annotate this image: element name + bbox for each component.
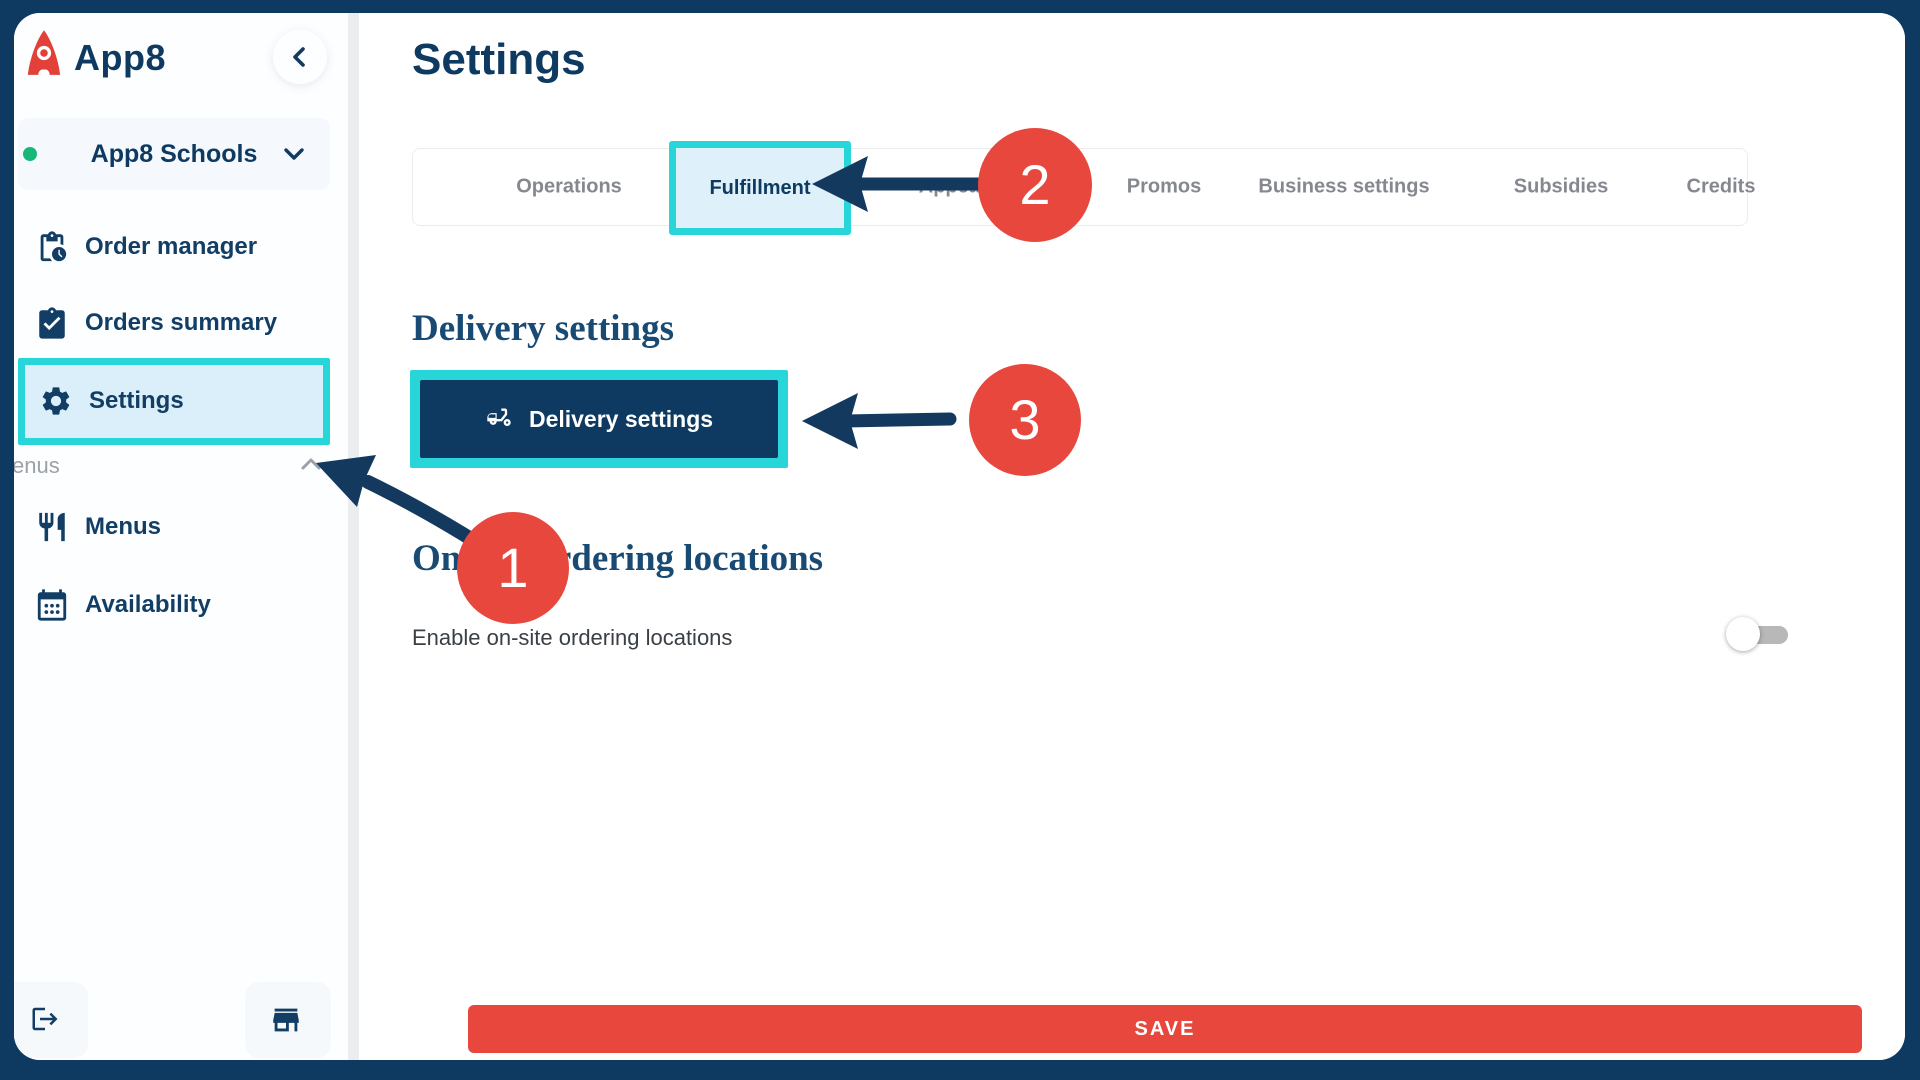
tab-label: Fulfillment bbox=[709, 176, 811, 199]
onsite-ordering-heading: On-site ordering locations bbox=[412, 538, 824, 579]
sidebar-item-label: Orders summary bbox=[85, 309, 278, 336]
delivery-settings-highlight: Delivery settings bbox=[410, 370, 788, 468]
org-status-dot bbox=[23, 147, 37, 161]
brand-name: App8 bbox=[74, 37, 166, 78]
sidebar-item-label: Availability bbox=[85, 591, 211, 618]
org-selector[interactable]: App8 Schools bbox=[18, 118, 330, 190]
tab-credits[interactable]: Credits bbox=[1686, 175, 1756, 198]
logout-icon bbox=[32, 1007, 58, 1031]
logout-button[interactable] bbox=[14, 982, 88, 1058]
gear-icon bbox=[39, 384, 73, 423]
tab-promos[interactable]: Promos bbox=[1126, 175, 1202, 198]
calendar-icon bbox=[35, 588, 69, 627]
sidebar-item-menus[interactable]: Menus bbox=[14, 505, 348, 549]
toggle-knob bbox=[1726, 617, 1760, 651]
enable-onsite-label: Enable on-site ordering locations bbox=[412, 625, 733, 650]
tab-business-settings[interactable]: Business settings bbox=[1258, 175, 1430, 198]
sidebar-item-label: Settings bbox=[89, 387, 184, 414]
app8-rocket-logo-icon bbox=[25, 29, 63, 82]
sidebar-item-label: Order manager bbox=[85, 233, 258, 260]
chevron-left-icon bbox=[293, 47, 305, 67]
sidebar-item-label: Menus bbox=[85, 513, 162, 540]
save-button[interactable]: SAVE bbox=[468, 1005, 1862, 1053]
moped-icon bbox=[487, 408, 511, 426]
restaurant-icon bbox=[35, 510, 69, 549]
tab-appearance[interactable]: Appearance bbox=[918, 175, 1034, 198]
storefront-button[interactable] bbox=[245, 982, 331, 1058]
menus-section-label: enus bbox=[14, 453, 60, 478]
enable-onsite-toggle[interactable] bbox=[1726, 614, 1792, 654]
main-content: Settings Operations Fulfillment Appearan… bbox=[359, 13, 1905, 1060]
sidebar-item-availability[interactable]: Availability bbox=[14, 583, 348, 627]
chevron-down-icon bbox=[282, 144, 306, 169]
order-manager-icon bbox=[35, 230, 69, 269]
app-frame: App8 App8 Schools bbox=[14, 13, 1905, 1060]
sidebar-collapse-button[interactable] bbox=[273, 30, 327, 84]
menus-section-header: enus bbox=[14, 453, 348, 479]
tab-operations[interactable]: Operations bbox=[516, 175, 622, 198]
sidebar: App8 App8 Schools bbox=[14, 13, 348, 1060]
storefront-icon bbox=[273, 1008, 299, 1032]
delivery-settings-button-label: Delivery settings bbox=[528, 405, 714, 432]
sidebar-item-order-manager[interactable]: Order manager bbox=[14, 225, 348, 269]
delivery-settings-heading: Delivery settings bbox=[412, 308, 675, 349]
settings-tabs-bar: Operations Fulfillment Appearance Promos… bbox=[412, 141, 1755, 235]
sidebar-divider bbox=[348, 13, 359, 1060]
tab-subsidies[interactable]: Subsidies bbox=[1513, 175, 1609, 198]
org-name: App8 Schools bbox=[90, 139, 258, 168]
chevron-up-icon[interactable] bbox=[300, 457, 322, 476]
clipboard-check-icon bbox=[35, 306, 69, 345]
sidebar-item-settings[interactable]: Settings bbox=[18, 358, 330, 445]
delivery-settings-button[interactable]: Delivery settings bbox=[420, 380, 778, 458]
page-title: Settings bbox=[412, 35, 586, 84]
sidebar-item-orders-summary[interactable]: Orders summary bbox=[14, 301, 348, 345]
tab-fulfillment[interactable]: Fulfillment bbox=[669, 141, 851, 235]
logo-row: App8 bbox=[14, 13, 348, 105]
save-button-label: SAVE bbox=[1134, 1017, 1196, 1040]
